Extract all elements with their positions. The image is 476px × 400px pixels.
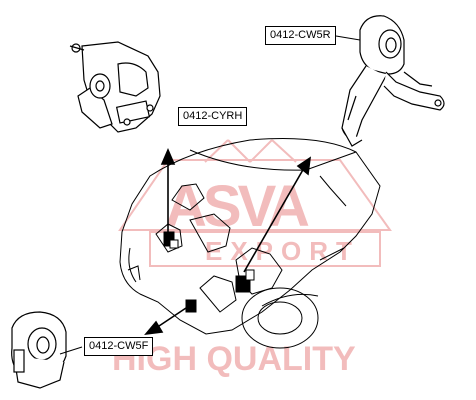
rear-engine-mount-icon <box>341 15 445 147</box>
arrow-icon <box>144 147 312 336</box>
leader-front <box>59 346 83 355</box>
arrow-rear-mount <box>243 167 305 273</box>
mount-location-details <box>163 231 255 313</box>
label-right-mount: 0412-CYRH <box>178 107 248 126</box>
leader-lines <box>59 35 361 355</box>
arrow-front-mount <box>155 307 187 329</box>
watermark-logo-letters: ASVA <box>165 174 309 239</box>
label-rear-mount: 0412-CW5R <box>265 26 336 45</box>
logo-frame <box>118 159 392 231</box>
label-front-mount: 0412-CW5F <box>84 337 154 356</box>
front-engine-mount-icon <box>11 311 67 389</box>
right-engine-mount-icon <box>69 41 161 133</box>
watermark-logo-sub: EXPORT <box>205 236 360 266</box>
logo-subframe <box>149 231 381 267</box>
leader-rear <box>335 35 361 41</box>
